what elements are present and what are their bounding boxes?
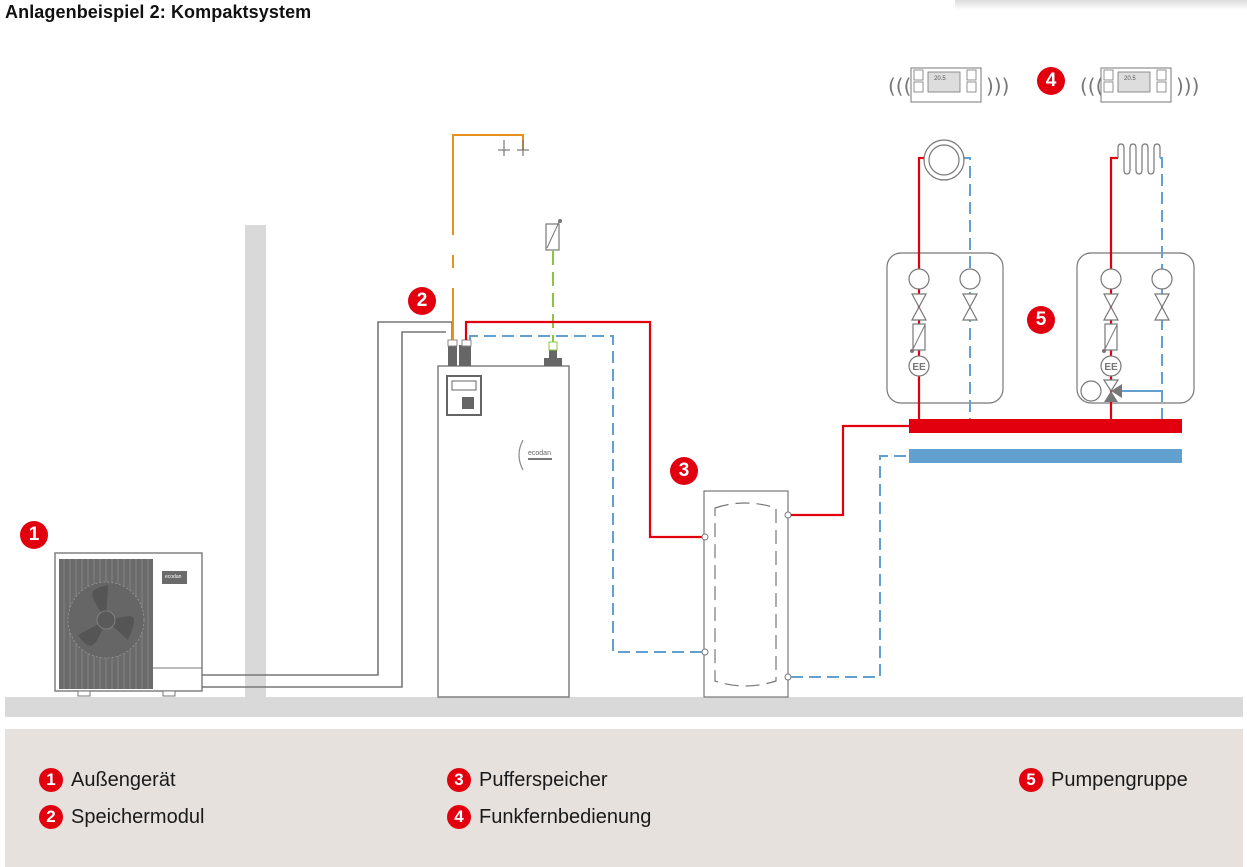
thermostat-display bbox=[927, 71, 961, 93]
return-line-from-buffer bbox=[469, 335, 705, 653]
pump-group-1: EE bbox=[886, 139, 1004, 419]
thermostat-display bbox=[1117, 71, 1151, 93]
return-line-to-buffer bbox=[791, 455, 910, 678]
legend-item-wireless-remote: 4 Funkfernbedienung bbox=[447, 805, 651, 829]
outdoor-unit bbox=[54, 552, 203, 697]
refrigerant-lines bbox=[200, 321, 453, 688]
legend-badge: 4 bbox=[447, 805, 471, 829]
return-header bbox=[909, 449, 1182, 463]
legend-label: Außengerät bbox=[71, 768, 176, 791]
mixing-valve-icon bbox=[1104, 384, 1122, 402]
brand-plate bbox=[162, 571, 187, 584]
legend-label: Pufferspeicher bbox=[479, 768, 608, 791]
wireless-remote-1: ((( ))) bbox=[888, 67, 1009, 103]
badge-pump-group: 5 bbox=[1027, 306, 1055, 334]
valve-icon bbox=[961, 293, 979, 321]
top-shadow-bar bbox=[955, 0, 1247, 10]
legend-item-pump-group: 5 Pumpengruppe bbox=[1019, 768, 1188, 792]
wireless-left-icon: ((( bbox=[888, 74, 911, 98]
outdoor-sensor bbox=[545, 219, 562, 251]
floor-heating-icon bbox=[1117, 143, 1161, 175]
buffer-tank bbox=[701, 490, 792, 698]
mixer-motor-icon bbox=[1080, 380, 1102, 402]
thermometer-icon bbox=[1100, 268, 1122, 290]
legend-badge: 3 bbox=[447, 768, 471, 792]
power-terminals bbox=[498, 140, 529, 156]
thermometer-icon bbox=[908, 268, 930, 290]
valve-icon bbox=[1102, 293, 1120, 321]
legend: 1 Außengerät 2 Speichermodul 3 Pufferspe… bbox=[5, 729, 1243, 867]
legend-badge: 2 bbox=[39, 805, 63, 829]
legend-item-storage-module: 2 Speichermodul bbox=[39, 805, 204, 829]
pump-icon bbox=[908, 355, 930, 377]
flow-line-to-header bbox=[791, 424, 910, 517]
legend-item-buffer-tank: 3 Pufferspeicher bbox=[447, 768, 608, 792]
pump-group-2: EE bbox=[1076, 143, 1195, 419]
wireless-remote-2: ((( ))) bbox=[1080, 67, 1199, 103]
thermometer-icon bbox=[959, 268, 981, 290]
power-supply-line bbox=[452, 134, 524, 340]
flow-header bbox=[909, 419, 1182, 433]
valve-icon bbox=[1153, 293, 1171, 321]
legend-item-outdoor-unit: 1 Außengerät bbox=[39, 768, 176, 792]
thermometer-icon bbox=[1151, 268, 1173, 290]
thermostat-1-value: 20.5 bbox=[934, 76, 946, 82]
legend-label: Speichermodul bbox=[71, 805, 205, 828]
wireless-right-icon: ))) bbox=[1176, 74, 1199, 98]
badge-buffer-tank: 3 bbox=[670, 457, 698, 485]
wireless-left-icon: ((( bbox=[1080, 74, 1103, 98]
pump-icon bbox=[1100, 355, 1122, 377]
badge-wireless-remote: 4 bbox=[1037, 67, 1065, 95]
indoor-brand-label: ecodan bbox=[528, 450, 551, 457]
storage-module: ecodan bbox=[437, 339, 570, 698]
floor bbox=[5, 697, 1243, 717]
legend-badge: 5 bbox=[1019, 768, 1043, 792]
thermostat-2-value: 20.5 bbox=[1124, 76, 1136, 82]
badge-outdoor-unit: 1 bbox=[20, 521, 48, 549]
legend-badge: 1 bbox=[39, 768, 63, 792]
outdoor-brand-label: ecodan bbox=[165, 574, 182, 580]
control-knob bbox=[462, 397, 474, 409]
wireless-right-icon: ))) bbox=[986, 74, 1009, 98]
page-title: Anlagenbeispiel 2: Kompaktsystem bbox=[5, 2, 312, 22]
legend-label: Pumpengruppe bbox=[1051, 768, 1188, 791]
wall bbox=[245, 225, 266, 697]
pump-label: EE bbox=[912, 362, 926, 373]
badge-storage-module: 2 bbox=[408, 287, 436, 315]
flow-line-to-buffer bbox=[464, 320, 705, 539]
brand-arc bbox=[518, 439, 524, 471]
pump-label: EE bbox=[1104, 362, 1118, 373]
legend-label: Funkfernbedienung bbox=[479, 805, 652, 828]
valve-icon bbox=[910, 293, 928, 321]
